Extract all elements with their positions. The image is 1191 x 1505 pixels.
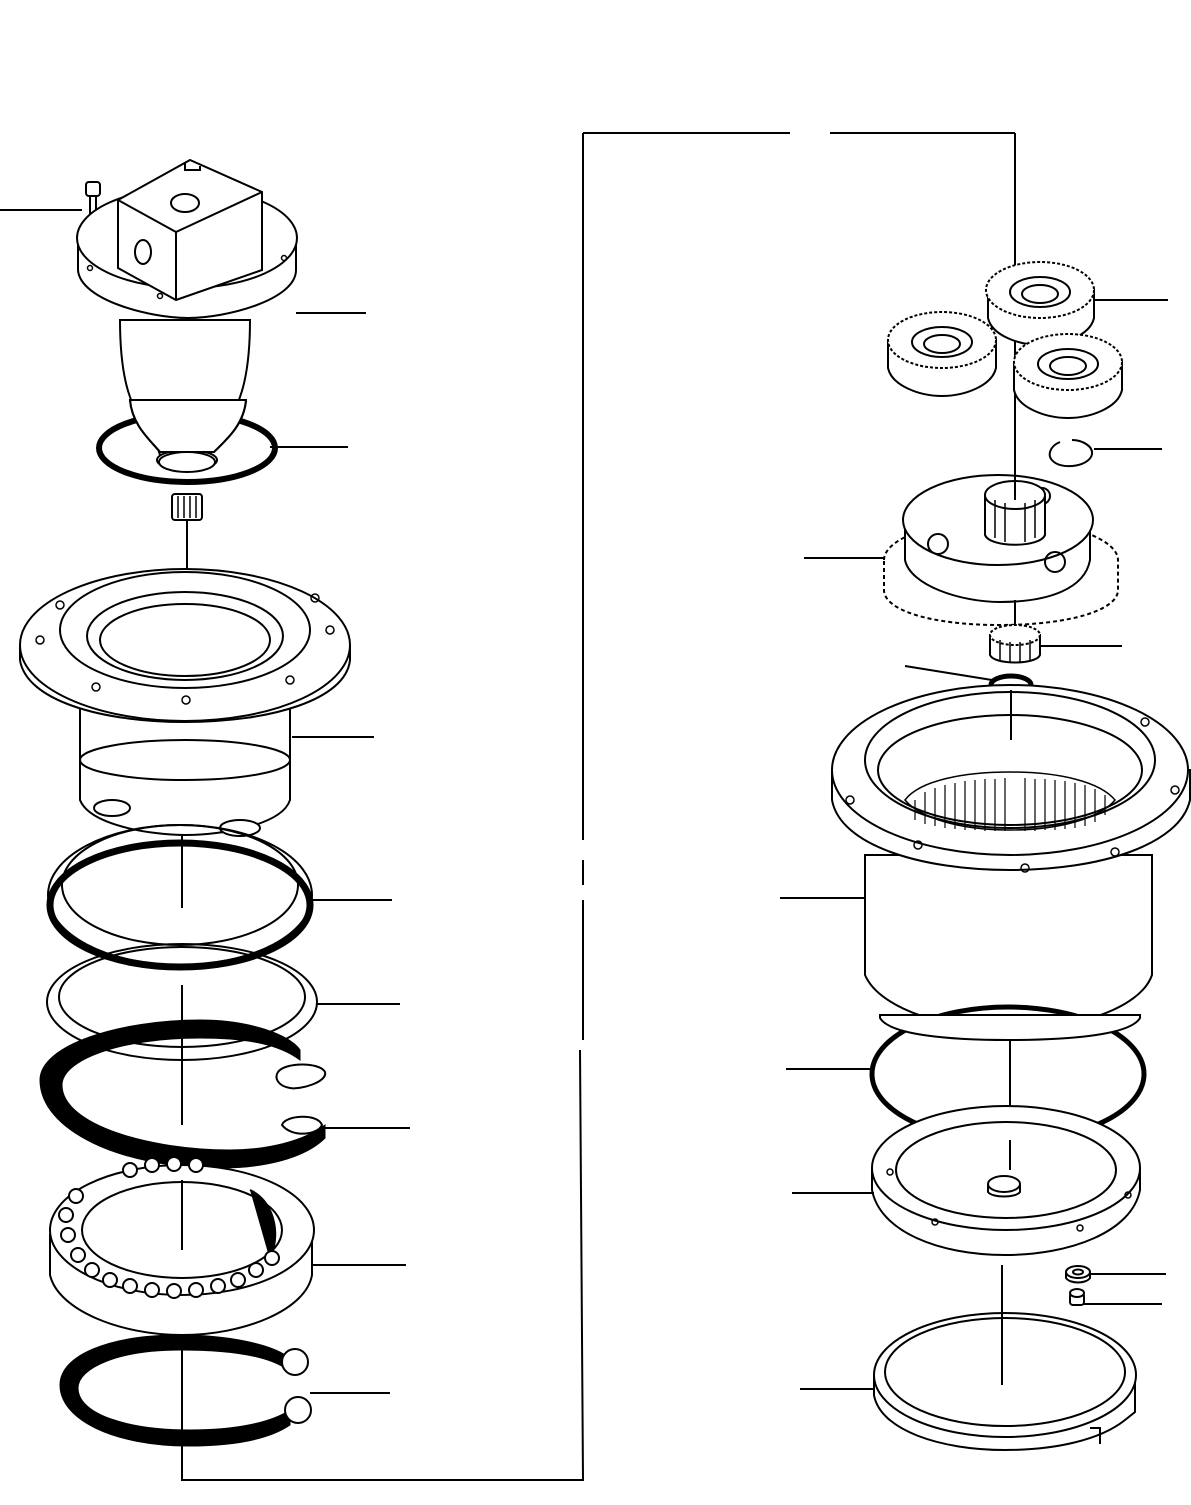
right-leader-lines <box>780 299 1168 1390</box>
planet-gear-left <box>887 311 997 398</box>
washer <box>1065 1265 1091 1284</box>
thrust-ring <box>59 1334 312 1447</box>
planet-gears <box>887 261 1123 420</box>
ball-bearing <box>49 1156 315 1337</box>
planet-gear-right <box>1013 333 1123 420</box>
motor-o-ring <box>96 399 278 485</box>
ring-gear-teeth <box>914 778 1106 831</box>
planet-gear-rear <box>985 261 1095 347</box>
bearing-balls <box>58 1156 280 1299</box>
planet-carrier <box>883 470 1119 627</box>
ring-gear-housing <box>831 684 1191 1032</box>
plug <box>1069 1288 1085 1306</box>
retainer-ring <box>39 1012 327 1169</box>
cover-plate <box>871 1105 1141 1257</box>
drive-shaft-spline <box>171 493 203 580</box>
reduction-housing <box>19 568 351 837</box>
split-ring <box>873 1265 1137 1452</box>
seal-ring <box>46 824 314 971</box>
circlip <box>1014 439 1094 470</box>
sun-gear <box>989 624 1041 664</box>
left-leader-lines <box>0 209 410 1394</box>
